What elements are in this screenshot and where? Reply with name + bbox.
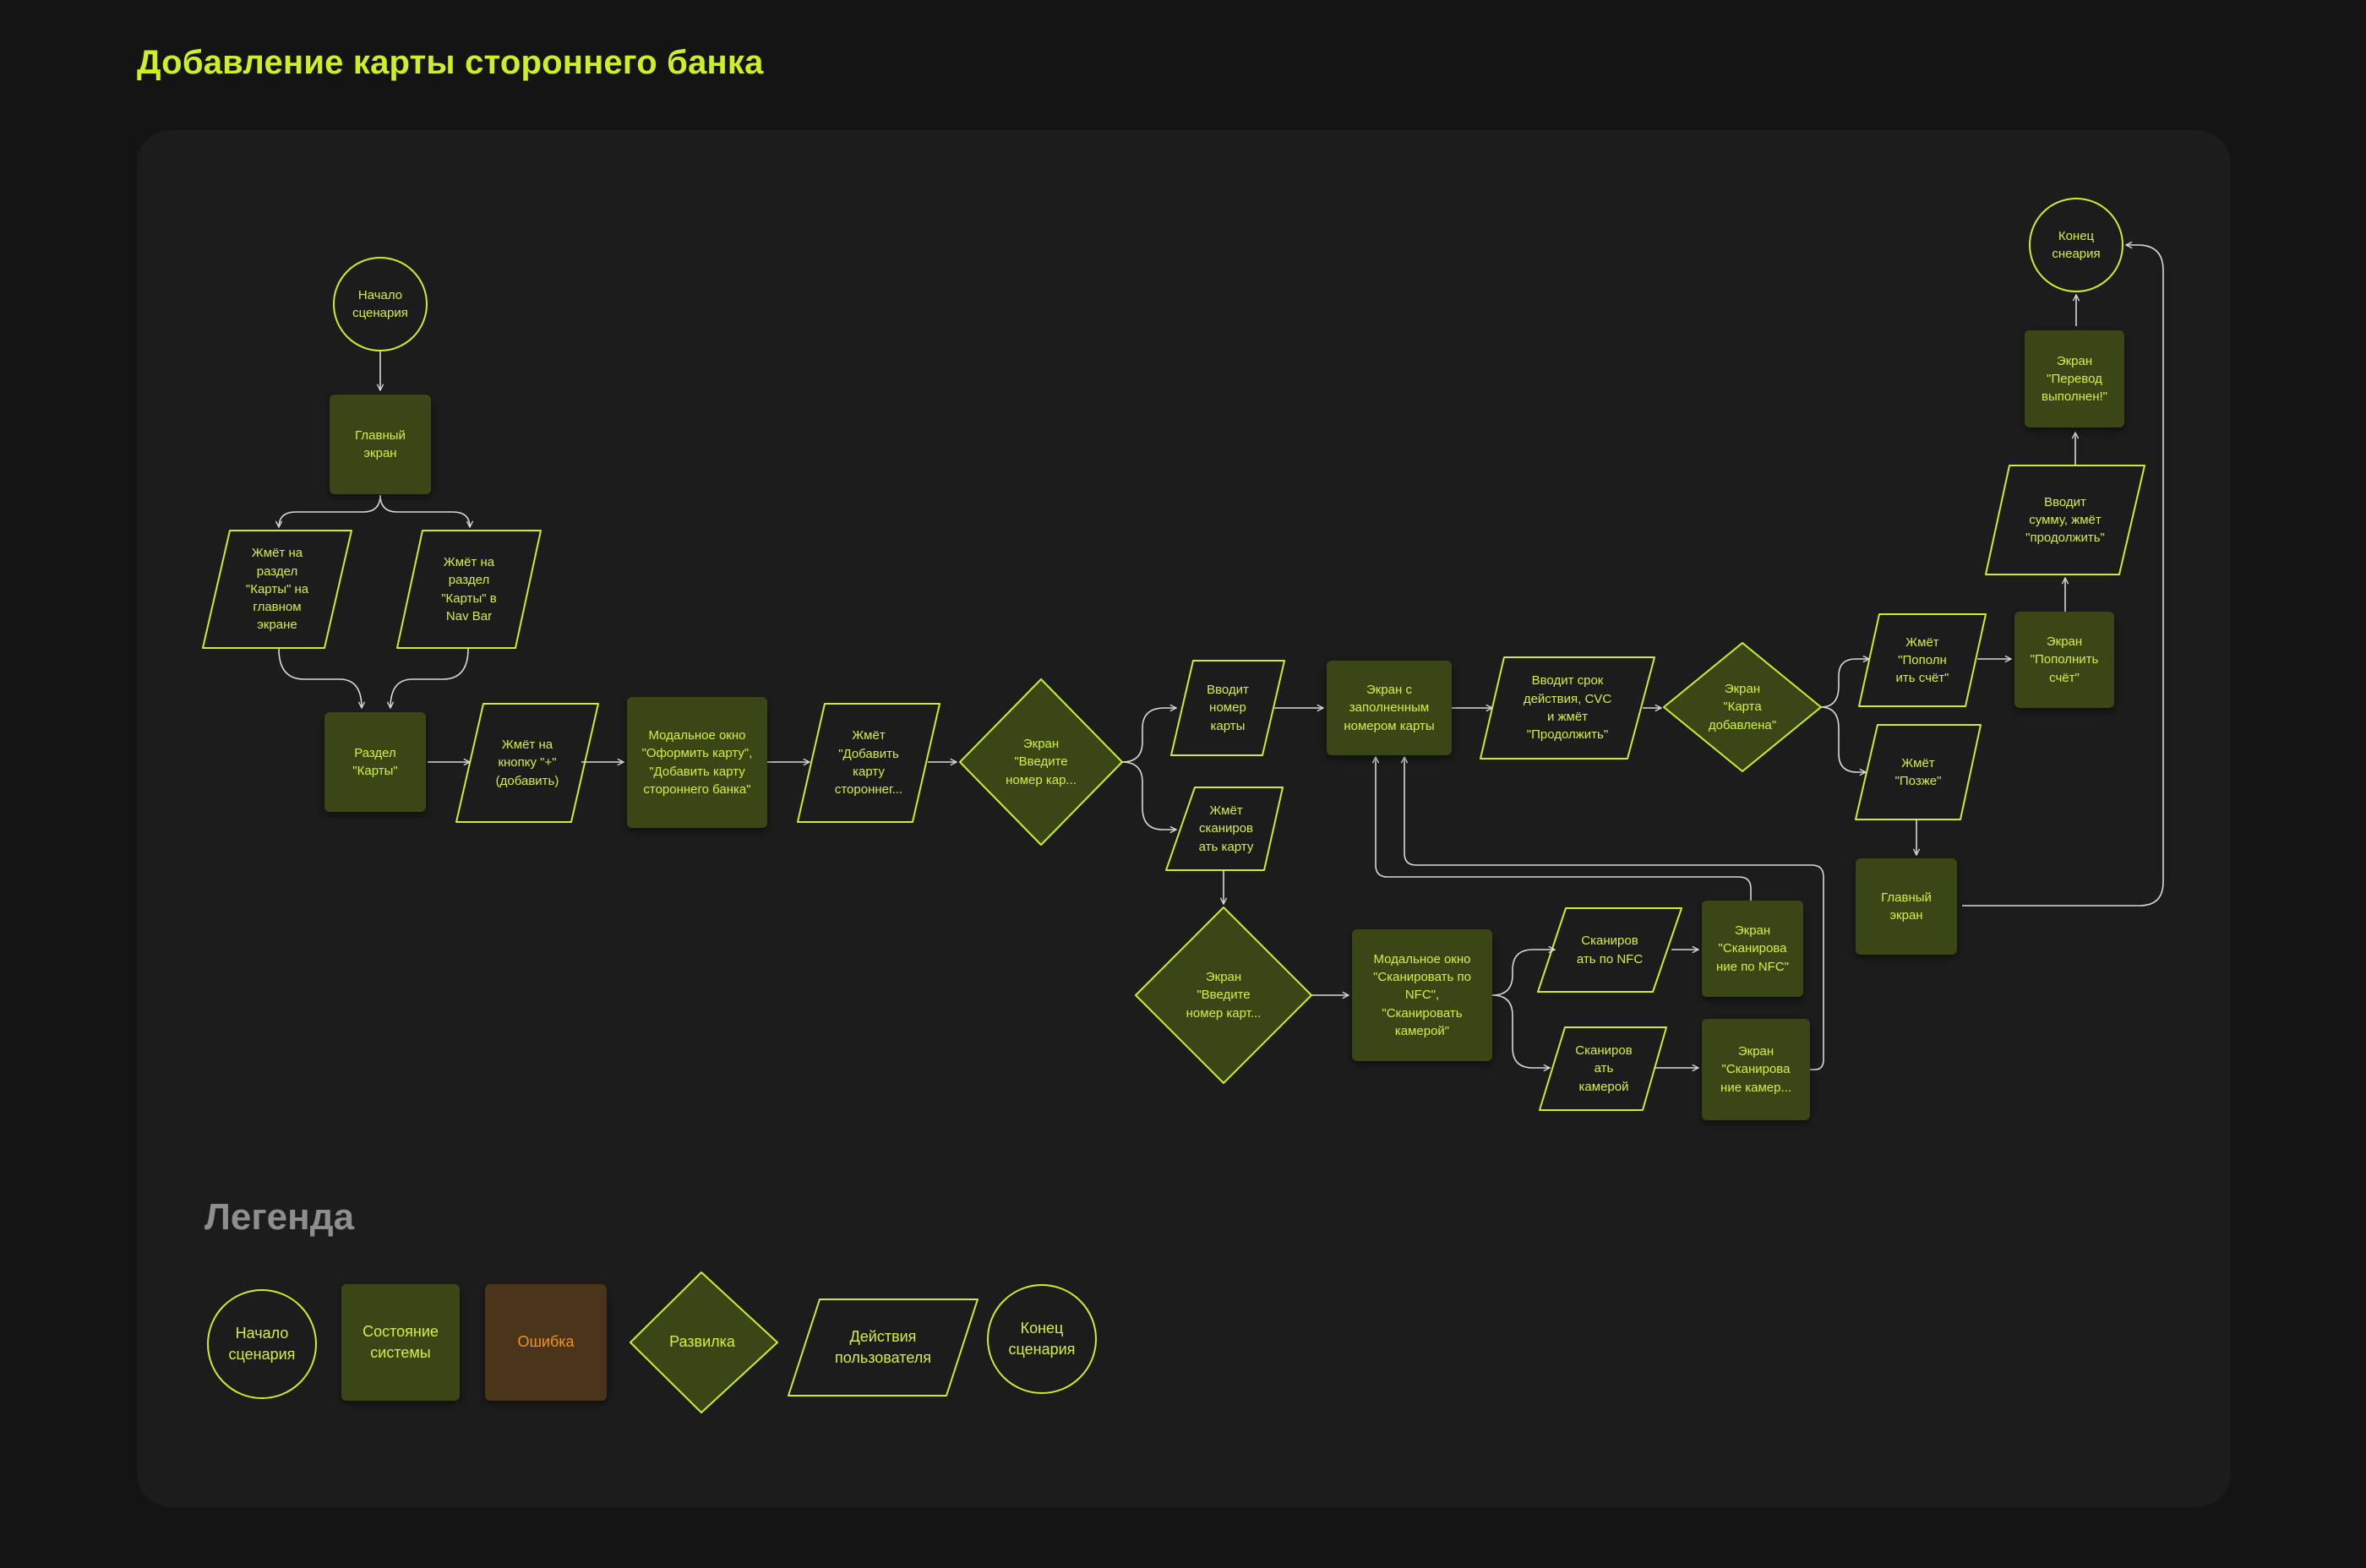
connector	[279, 494, 381, 527]
state-cards-section: Раздел "Карты"	[324, 712, 426, 812]
action-tap-add-other-shape	[797, 703, 940, 823]
state-nfc-screen: Экран "Сканирова ние по NFC"	[1702, 901, 1803, 997]
action-enter-expiry-shape	[1480, 656, 1655, 760]
connector	[1376, 757, 1752, 901]
action-enter-amount-shape	[1985, 465, 2145, 575]
state-main-screen-2: Главный экран	[1856, 858, 1957, 955]
connector	[1491, 950, 1555, 996]
state-camera-screen: Экран "Сканирова ние камер...	[1702, 1019, 1810, 1120]
action-enter-expiry: Вводит срок действия, CVC и жмёт "Продол…	[1523, 673, 1612, 743]
end-node-shape	[2029, 198, 2123, 292]
action-scan-nfc: Сканиров ать по NFC	[1576, 934, 1644, 966]
legend-decision: Развилка	[669, 1333, 735, 1351]
legend-action-shape	[788, 1298, 979, 1396]
connector	[1404, 757, 1824, 1070]
legend-decision-shape	[630, 1271, 778, 1413]
connector	[1491, 994, 1550, 1068]
action-enter-amount: Вводит сумму, жмёт "продолжить"	[2025, 494, 2105, 546]
action-tap-cards-navbar-shape	[396, 530, 542, 649]
start-node-shape	[333, 257, 428, 351]
action-tap-topup: Жмёт "Пополн ить счёт"	[1895, 634, 1949, 686]
action-tap-later-shape	[1855, 724, 1982, 820]
action-tap-cards-home-shape	[202, 530, 352, 649]
start-node: Начало сценария	[352, 287, 408, 320]
action-scan-camera-shape	[1539, 1026, 1667, 1111]
action-tap-add: Жмёт на кнопку "+" (добавить)	[495, 738, 559, 788]
page-title: Добавление карты стороннего банка	[137, 44, 764, 81]
connector	[1962, 245, 2164, 906]
connector	[1820, 659, 1869, 708]
action-tap-cards-home: Жмёт на раздел "Карты" на главном экране	[245, 546, 309, 633]
decision-enter-number-shape	[959, 678, 1123, 846]
connector	[1820, 706, 1866, 772]
action-scan-camera: Сканиров ать камерой	[1575, 1043, 1633, 1094]
decision-enter-number: Экран "Введите номер кар...	[1006, 737, 1077, 787]
connector	[390, 648, 469, 708]
decision-card-added-shape	[1663, 642, 1822, 772]
action-enters-number: Вводит номер карты	[1207, 683, 1249, 733]
legend-end-shape	[987, 1284, 1097, 1394]
action-tap-cards-navbar: Жмёт на раздел "Карты" в Nav Bar	[441, 554, 497, 623]
action-tap-later: Жмёт "Позже"	[1894, 755, 1942, 788]
legend-error: Ошибка	[485, 1284, 607, 1401]
decision-card-added: Экран "Карта добавлена"	[1708, 682, 1777, 732]
action-enters-number-shape	[1170, 660, 1285, 756]
state-modal-scan: Модальное окно "Сканировать по NFC", "Ск…	[1352, 929, 1492, 1061]
connector	[1121, 761, 1176, 830]
action-tap-scan: Жмёт сканиров ать карту	[1198, 803, 1254, 854]
decision-enter-number-2-shape	[1135, 906, 1312, 1084]
legend-state: Состояние системы	[341, 1284, 460, 1401]
legend-action: Действия пользователя	[835, 1327, 931, 1366]
state-main-screen: Главный экран	[330, 395, 431, 494]
connector	[1121, 708, 1176, 763]
action-tap-add-shape	[455, 703, 599, 823]
connector	[379, 494, 470, 527]
action-tap-add-other: Жмёт "Добавить карту стороннег...	[834, 728, 903, 798]
decision-enter-number-2: Экран "Введите номер карт...	[1186, 970, 1262, 1021]
state-filled-number: Экран с заполненным номером карты	[1327, 661, 1452, 755]
legend-start: Начало сценария	[228, 1324, 296, 1363]
legend-start-shape	[207, 1289, 317, 1399]
connector	[278, 648, 362, 708]
action-scan-nfc-shape	[1537, 907, 1682, 993]
state-modal-add: Модальное окно "Оформить карту", "Добави…	[627, 697, 767, 828]
action-tap-topup-shape	[1858, 613, 1987, 707]
action-tap-scan-shape	[1165, 787, 1284, 871]
legend-title: Легенда	[204, 1196, 355, 1238]
legend-end: Конец сценария	[1008, 1319, 1076, 1358]
end-node: Конец снеария	[2052, 228, 2101, 261]
state-transfer-done: Экран "Перевод выполнен!"	[2025, 330, 2124, 427]
state-topup-screen: Экран "Пополнить счёт"	[2014, 612, 2114, 708]
